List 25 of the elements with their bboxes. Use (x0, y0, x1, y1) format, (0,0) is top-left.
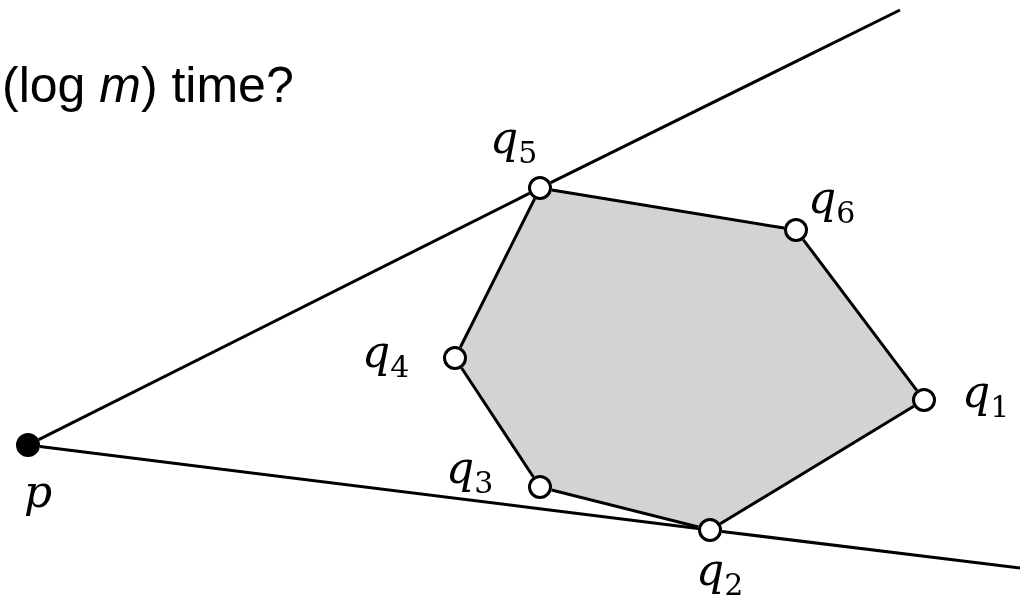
vertex-circle (528, 475, 552, 499)
vertex-label: q$_{3}$ (446, 446, 494, 498)
line (551, 488, 699, 529)
line (460, 367, 535, 478)
line (802, 238, 918, 392)
vertex-circle (912, 388, 936, 412)
line (459, 198, 536, 348)
line (550, 8, 901, 185)
line (38, 192, 530, 441)
point-dot (16, 433, 40, 457)
vertex-label: q$_{5}$ (490, 116, 538, 168)
vertex-label: p (24, 470, 53, 514)
vertex-label: q$_{4}$ (362, 330, 410, 382)
vertex-circle (698, 518, 722, 542)
vertex-circle (443, 346, 467, 370)
vertex-label: q$_{6}$ (808, 176, 856, 228)
line (39, 445, 699, 530)
vertex-label: q$_{1}$ (962, 370, 1010, 422)
vertex-label: q$_{2}$ (696, 548, 744, 600)
line (551, 188, 785, 230)
line (721, 529, 1020, 570)
vertex-circle (528, 176, 552, 200)
vertex-circle (784, 218, 808, 242)
line (719, 404, 915, 526)
question-text: (log m) time? (2, 60, 294, 110)
